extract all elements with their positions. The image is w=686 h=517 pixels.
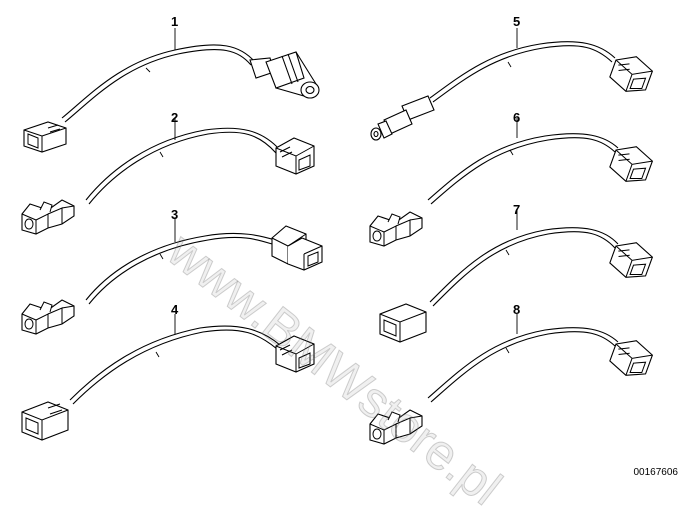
part-label-1: 1 (171, 14, 179, 29)
part-label-8: 8 (513, 302, 521, 317)
part-1-connector (23, 121, 67, 153)
parts-diagram (21, 28, 656, 445)
part-label-4: 4 (171, 302, 179, 317)
part-label-5: 5 (513, 14, 521, 29)
part-label-6: 6 (513, 110, 521, 125)
part-label-3: 3 (171, 207, 179, 222)
part-label-7: 7 (513, 202, 521, 217)
diagram-number: 00167606 (633, 467, 679, 478)
part-label-2: 2 (171, 110, 179, 125)
